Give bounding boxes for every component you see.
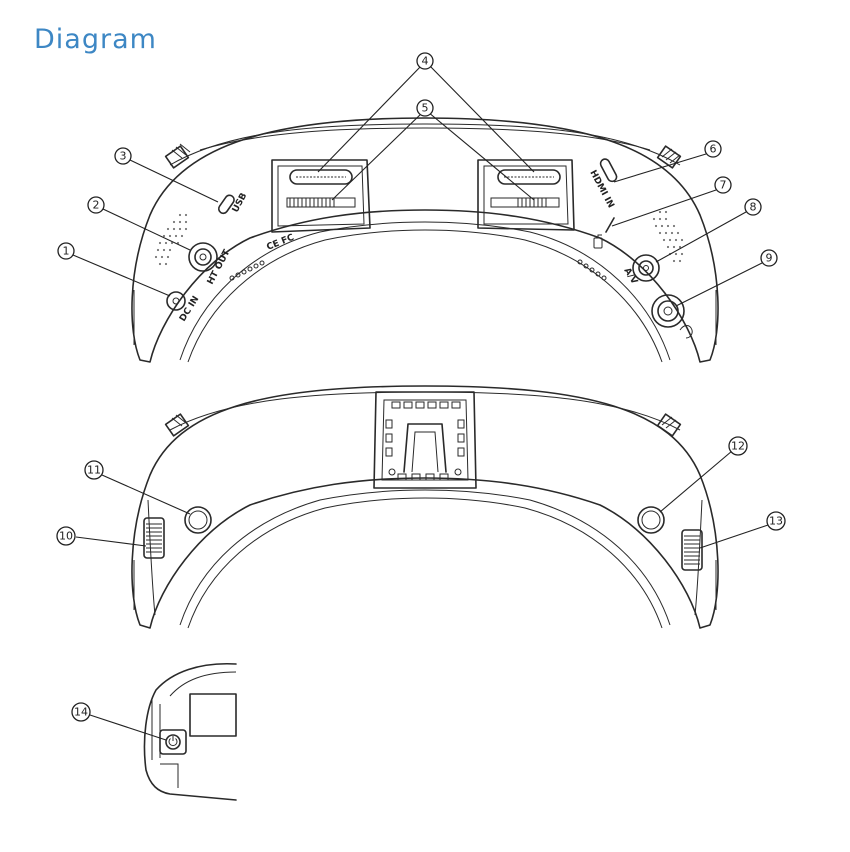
svg-text:2: 2 bbox=[93, 199, 100, 212]
lens-module-right bbox=[477, 159, 575, 231]
speaker-grille-right bbox=[652, 210, 684, 263]
button-left-back bbox=[184, 506, 212, 534]
button-right-back bbox=[637, 506, 665, 534]
av-port bbox=[632, 254, 660, 282]
goggles-back-view bbox=[131, 385, 719, 629]
svg-text:6: 6 bbox=[710, 143, 717, 156]
svg-text:1: 1 bbox=[63, 245, 70, 258]
callout-10: 10 bbox=[56, 526, 76, 546]
fan-mount-module bbox=[373, 391, 477, 489]
ipd-knob-right bbox=[656, 145, 682, 169]
scroll-wheel-right bbox=[681, 529, 703, 571]
speaker-grille-left bbox=[154, 213, 188, 266]
dc-in-port bbox=[166, 291, 186, 311]
callout-14: 14 bbox=[71, 702, 91, 722]
svg-text:3: 3 bbox=[120, 150, 127, 163]
svg-text:9: 9 bbox=[766, 252, 773, 265]
svg-text:5: 5 bbox=[422, 102, 429, 115]
callout-3: 3 bbox=[114, 147, 132, 165]
svg-text:12: 12 bbox=[731, 440, 745, 453]
callout-1: 1 bbox=[57, 242, 75, 260]
callout-8: 8 bbox=[744, 198, 762, 216]
callout-12: 12 bbox=[728, 436, 748, 456]
svg-text:10: 10 bbox=[59, 530, 73, 543]
leader-lines bbox=[72, 63, 769, 741]
power-button bbox=[159, 729, 187, 755]
ipd-knob-left bbox=[164, 143, 191, 169]
usb-port bbox=[217, 194, 235, 215]
microsd-slot bbox=[593, 217, 615, 249]
goggles-side-detail bbox=[143, 662, 237, 801]
svg-text:14: 14 bbox=[74, 706, 88, 719]
callout-6: 6 bbox=[704, 140, 722, 158]
callout-9: 9 bbox=[760, 249, 778, 267]
ipd-knob-right-back bbox=[656, 413, 682, 437]
svg-text:4: 4 bbox=[422, 55, 429, 68]
hdmi-in-label: HDMI IN bbox=[587, 169, 615, 210]
certification-marks: CE FC bbox=[265, 233, 296, 253]
goggles-front-view: DC IN HT OUT USB CE FC HDMI IN A/V bbox=[131, 117, 719, 363]
callout-4: 4 bbox=[416, 52, 434, 70]
hdmi-in-port bbox=[599, 158, 618, 183]
callout-13: 13 bbox=[766, 511, 786, 531]
av-label: A/V bbox=[621, 266, 639, 286]
ipd-knob-left-back bbox=[164, 413, 190, 437]
svg-text:7: 7 bbox=[720, 179, 727, 192]
callout-7: 7 bbox=[714, 176, 732, 194]
lens-module-left bbox=[271, 159, 371, 233]
callout-2: 2 bbox=[87, 196, 105, 214]
svg-text:8: 8 bbox=[750, 201, 757, 214]
status-leds-right bbox=[577, 259, 607, 281]
svg-text:11: 11 bbox=[87, 464, 101, 477]
five-way-button bbox=[651, 294, 693, 339]
scroll-wheel-left bbox=[143, 517, 165, 559]
ht-out-port bbox=[188, 242, 218, 272]
status-leds-left bbox=[229, 260, 265, 281]
callout-5: 5 bbox=[416, 99, 434, 117]
svg-text:13: 13 bbox=[769, 515, 783, 528]
page-title: Diagram bbox=[34, 24, 157, 55]
usb-label: USB bbox=[231, 191, 250, 214]
callout-11: 11 bbox=[84, 460, 104, 480]
